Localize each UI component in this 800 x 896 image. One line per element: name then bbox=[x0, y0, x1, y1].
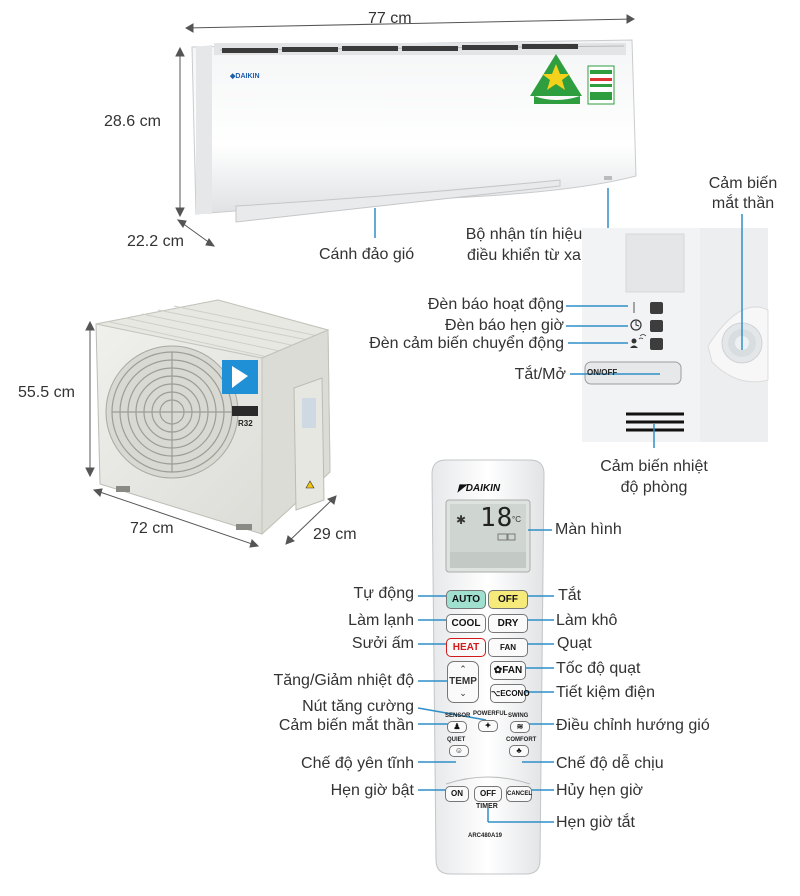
screen-label: Màn hình bbox=[555, 521, 622, 538]
room-temp-sensor-label: Cảm biến nhiệt độ phòng bbox=[600, 458, 708, 496]
econo-label: Tiết kiệm điện bbox=[556, 684, 655, 701]
comfort-key[interactable]: ♣ bbox=[509, 745, 529, 757]
comfort-key-label: COMFORT bbox=[506, 737, 537, 743]
energy-label bbox=[530, 54, 615, 105]
powerful-label: Nút tăng cường bbox=[302, 698, 414, 715]
operation-lamp-label: Đèn báo hoạt động bbox=[427, 296, 564, 313]
svg-text:◤DAIKIN: ◤DAIKIN bbox=[457, 483, 501, 494]
eye-sensor-label: Cảm biến mắt thần bbox=[708, 175, 778, 212]
person-motion-icon bbox=[631, 338, 637, 344]
auto-label: Tự động bbox=[353, 585, 414, 602]
indoor-panel-closeup bbox=[582, 228, 769, 442]
quiet-key-label: QUIET bbox=[447, 737, 466, 743]
fan-only-key[interactable]: FAN ONLY bbox=[488, 638, 528, 669]
swing-key[interactable]: ≋ bbox=[510, 721, 530, 733]
quiet-key[interactable]: ☺ bbox=[449, 745, 469, 757]
off-key[interactable]: OFF bbox=[488, 590, 528, 609]
off-label: Tắt bbox=[558, 587, 582, 604]
indoor-height-dimension: 28.6 cm bbox=[104, 113, 161, 130]
quiet-label: Chế độ yên tĩnh bbox=[301, 755, 414, 772]
comfort-icon: ♣ bbox=[516, 746, 522, 755]
swing-label: Điều chỉnh hướng gió bbox=[556, 717, 710, 734]
on-off-label: Tắt/Mở bbox=[514, 366, 566, 383]
indoor-depth-dimension: 22.2 cm bbox=[127, 233, 184, 250]
powerful-key[interactable]: ✦ bbox=[478, 720, 498, 732]
powerful-icon: ✦ bbox=[484, 721, 492, 730]
fan-speed-label: Tốc độ quạt bbox=[556, 660, 641, 677]
dry-label: Làm khô bbox=[556, 612, 618, 629]
on-timer-label: Hẹn giờ bật bbox=[330, 782, 414, 799]
outdoor-height-dimension: 55.5 cm bbox=[18, 384, 75, 401]
outdoor-depth-dimension: 29 cm bbox=[313, 526, 357, 543]
cancel-key[interactable]: CANCEL bbox=[506, 786, 532, 802]
off-timer-key[interactable]: OFF bbox=[474, 786, 502, 802]
sensor-key-label: SENSOR bbox=[445, 713, 471, 719]
fan-icon: ✿ bbox=[493, 665, 503, 676]
swing-key-label: SWING bbox=[508, 713, 529, 719]
fan-only-label: Quạt bbox=[557, 635, 592, 652]
remote-display-temp: 18 bbox=[480, 503, 514, 533]
remote-display-unit: °C bbox=[512, 515, 521, 524]
econo-key[interactable]: ⌥ECONO bbox=[490, 684, 530, 703]
econo-icon: ⌥ bbox=[491, 689, 501, 698]
outdoor-refrigerant: R32 bbox=[238, 419, 253, 428]
fan-key[interactable]: ✿FAN bbox=[490, 661, 526, 680]
cancel-timer-label: Hủy hẹn giờ bbox=[556, 782, 643, 799]
outdoor-unit: R32 bbox=[95, 299, 331, 536]
cool-label: Làm lạnh bbox=[348, 612, 414, 629]
motion-lamp-label: Đèn cảm biến chuyển động bbox=[369, 335, 564, 352]
receiver-label: Bộ nhận tín hiệu điều khiển từ xa bbox=[465, 226, 583, 264]
temp-key-label: TEMP bbox=[449, 676, 477, 687]
temp-down-icon: ⌄ bbox=[459, 688, 467, 698]
cool-key[interactable]: COOL bbox=[446, 614, 486, 633]
panel-on-off-key[interactable]: ON/OFF bbox=[587, 368, 618, 377]
quiet-icon: ☺ bbox=[454, 746, 464, 755]
econo-key-label: ECONO bbox=[500, 689, 530, 698]
outdoor-dimension-lines bbox=[85, 320, 337, 548]
indoor-dimension-lines bbox=[175, 14, 636, 247]
sensor-icon: ♟ bbox=[453, 722, 461, 731]
heat-label: Sưởi ấm bbox=[351, 635, 414, 652]
clock-icon bbox=[630, 319, 642, 331]
heat-key[interactable]: HEAT bbox=[446, 638, 486, 657]
off-timer-label: Hẹn giờ tắt bbox=[556, 814, 635, 831]
on-timer-key[interactable]: ON bbox=[445, 786, 469, 802]
remote-model: ARC480A19 bbox=[468, 833, 503, 839]
svg-text:✱: ✱ bbox=[456, 513, 466, 527]
powerful-key-label: POWERFUL bbox=[473, 711, 508, 717]
comfort-label: Chế độ dễ chịu bbox=[556, 755, 664, 772]
indoor-width-dimension: 77 cm bbox=[368, 10, 412, 27]
outdoor-width-dimension: 72 cm bbox=[130, 520, 174, 537]
temp-up-icon: ⌃ bbox=[459, 664, 467, 674]
dry-key[interactable]: DRY bbox=[488, 614, 528, 633]
fan-key-label: FAN bbox=[502, 665, 523, 676]
temp-key[interactable]: ⌃ TEMP ⌄ bbox=[447, 661, 479, 703]
remote-control: ◤DAIKIN ✱ bbox=[431, 459, 545, 875]
panel-pointers bbox=[566, 214, 743, 448]
auto-key[interactable]: AUTO bbox=[446, 590, 486, 609]
timer-label: TIMER bbox=[476, 803, 498, 810]
sensor-key[interactable]: ♟ bbox=[447, 721, 467, 733]
indoor-pointers bbox=[374, 188, 609, 238]
indoor-unit: ◆DAIKIN bbox=[191, 39, 637, 223]
temp-label: Tăng/Giảm nhiệt độ bbox=[273, 672, 414, 689]
timer-lamp-label: Đèn báo hẹn giờ bbox=[444, 317, 564, 334]
sensor-label: Cảm biến mắt thần bbox=[278, 717, 414, 734]
swing-icon: ≋ bbox=[516, 722, 524, 731]
brand-logo: ◆DAIKIN bbox=[229, 73, 260, 80]
louver-label: Cánh đảo gió bbox=[319, 246, 415, 263]
